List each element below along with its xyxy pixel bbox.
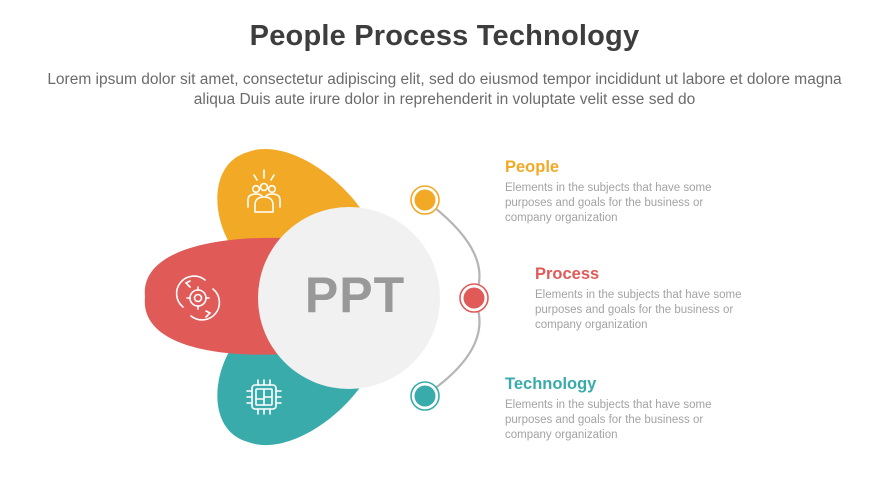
- item-technology: Technology Elements in the subjects that…: [505, 375, 765, 443]
- item-heading: Technology: [505, 375, 597, 393]
- item-description: Elements in the subjects that have some …: [505, 182, 712, 224]
- item-description: Elements in the subjects that have some …: [535, 289, 742, 331]
- item-process: Process Elements in the subjects that ha…: [535, 265, 795, 333]
- node-technology: [410, 381, 440, 411]
- petal-process: [144, 237, 300, 355]
- page-subtitle: Lorem ipsum dolor sit amet, consectetur …: [47, 71, 842, 108]
- node-people: [410, 185, 440, 215]
- item-heading: Process: [535, 265, 600, 283]
- chip-icon: [246, 379, 282, 415]
- people-group-icon: [247, 169, 281, 213]
- gear-cycle-icon: [175, 275, 221, 321]
- node-process: [459, 283, 489, 313]
- item-heading: People: [505, 158, 560, 176]
- item-description: Elements in the subjects that have some …: [505, 399, 712, 441]
- center-circle: [258, 207, 440, 389]
- item-people: People Elements in the subjects that hav…: [505, 158, 765, 226]
- page-title: People Process Technology: [249, 20, 640, 52]
- center-label: PPT: [304, 267, 406, 323]
